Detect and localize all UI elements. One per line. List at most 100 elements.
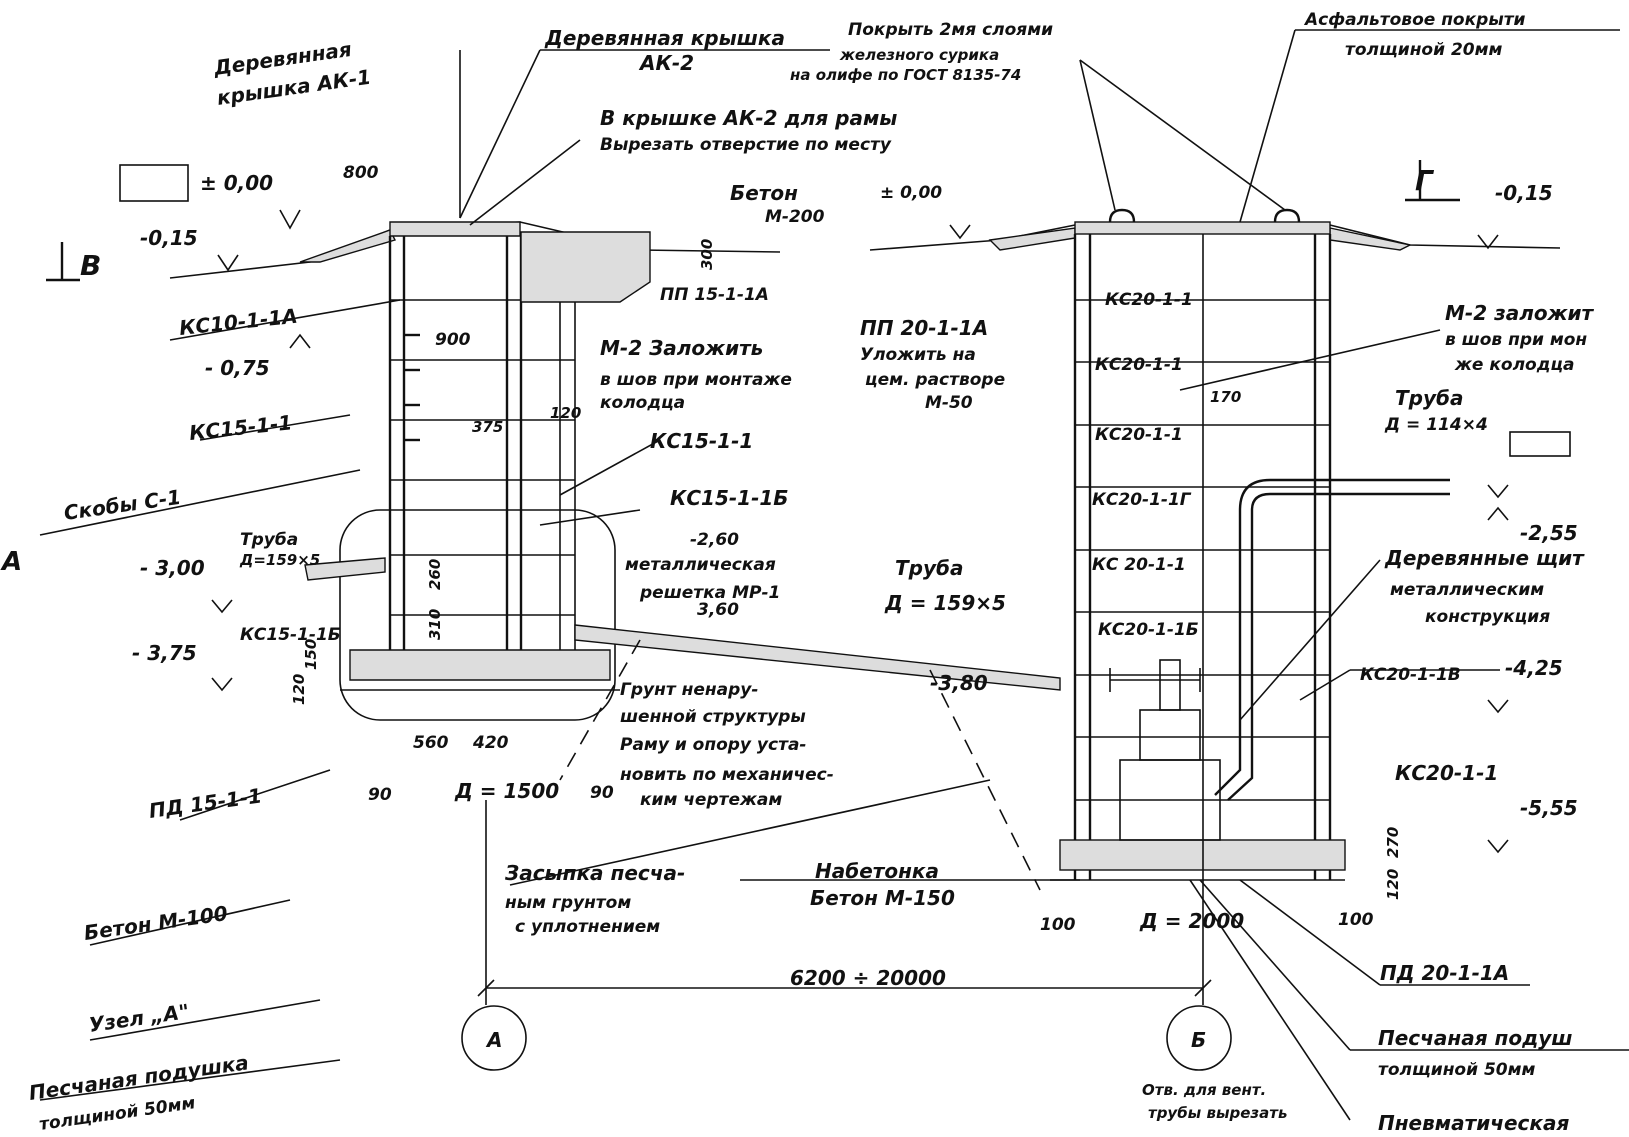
- dim-900: 900: [435, 330, 471, 350]
- level-300: - 3,00: [140, 556, 205, 580]
- level-000-mid: ± 0,00: [880, 183, 942, 203]
- dim-120b: 120: [290, 674, 308, 705]
- label-frame-hole-2: Вырезать отверстие по месту: [600, 135, 892, 155]
- dim-170: 170: [1210, 388, 1241, 406]
- label-ks20-1: КС20-1-1: [1105, 290, 1193, 310]
- dimensions: 800 900 375 120 260 310 150 120 560 420 …: [290, 163, 1402, 935]
- label-axis-b: Б: [1191, 1028, 1206, 1052]
- bottom-slab-left: [349, 649, 611, 681]
- label-m2-right-2: в шов при мон: [1445, 330, 1587, 350]
- label-distance: 6200 ÷ 20000: [790, 966, 946, 990]
- level-015-left: -0,15: [140, 226, 198, 250]
- label-ks20-6: КС20-1-1Б: [1098, 620, 1199, 640]
- label-ks20-4: КС20-1-1Г: [1092, 490, 1192, 510]
- levels: ± 0,00 -0,15 - 0,75 - 3,00 - 3,75 -2,60 …: [132, 171, 1578, 820]
- label-nabetonka-2: Бетон М-150: [810, 886, 955, 910]
- label-pipe-114: Труба: [1395, 386, 1463, 410]
- level-075: - 0,75: [205, 356, 270, 380]
- right-well: [869, 208, 1561, 1005]
- label-wood-shields-3: конструкция: [1425, 607, 1550, 627]
- dim-2000: Д = 2000: [1139, 909, 1244, 933]
- level-260: -2,60: [690, 530, 739, 550]
- label-beton-m200: Бетон: [730, 181, 798, 205]
- dim-260: 260: [426, 559, 444, 590]
- dim-420: 420: [472, 733, 509, 753]
- label-pp20: ПП 20-1-1А: [860, 316, 988, 340]
- label-pipe-114-2: Д = 114×4: [1384, 415, 1488, 435]
- asphalt-left: [299, 229, 397, 263]
- label-pneumatic: Пневматическая: [1378, 1111, 1569, 1135]
- label-pp15: ПП 15-1-1А: [660, 285, 769, 305]
- label-vent: Отв. для вент.: [1142, 1081, 1266, 1099]
- label-lay-on: Уложить на: [860, 345, 976, 365]
- label-lay-on-3: М-50: [925, 393, 973, 413]
- label-soil-2: шенной структуры: [620, 707, 806, 727]
- label-lay-on-2: цем. растворе: [865, 370, 1005, 390]
- label-asphalt: Асфальтовое покрыти: [1303, 10, 1526, 30]
- label-beton-m200-2: М-200: [765, 207, 825, 227]
- pipe-left: [304, 557, 386, 581]
- cover-ak1: [389, 221, 521, 237]
- dim-120c: 120: [1384, 869, 1402, 900]
- label-section-v: В: [80, 249, 101, 282]
- dim-300: 300: [698, 239, 716, 270]
- node-a-outline: [339, 509, 616, 721]
- label-coating: Покрыть 2мя слоями: [848, 20, 1053, 40]
- dim-100b: 100: [1338, 910, 1374, 930]
- connecting-pipe: [559, 624, 1061, 891]
- label-backfill-2: ным грунтом: [505, 893, 631, 913]
- left-well: [169, 221, 781, 1005]
- dim-1500: Д = 1500: [454, 779, 559, 803]
- level-marks: [211, 209, 1509, 854]
- leader-lines: [39, 29, 1629, 1121]
- label-sand-left: Песчаная подушка: [27, 1050, 250, 1105]
- label-m2-left-2: в шов при монтаже: [600, 370, 792, 390]
- dim-150: 150: [302, 639, 320, 670]
- label-beton-m100: Бетон М-100: [82, 901, 229, 945]
- label-frame-support-2: новить по механичес-: [620, 765, 834, 785]
- label-m2-right-3: же колодца: [1454, 355, 1575, 375]
- label-backfill-3: с уплотнением: [515, 917, 660, 937]
- label-wood-shields-2: металлическим: [1390, 580, 1544, 600]
- label-grate-2: решетка МР-1: [639, 583, 780, 603]
- label-wood-shields: Деревянные щит: [1384, 546, 1585, 570]
- label-asphalt-2: толщиной 20мм: [1345, 40, 1502, 60]
- label-frame-support-3: ким чертежам: [640, 790, 782, 810]
- label-ks20-7: КС20-1-1В: [1360, 665, 1461, 685]
- dim-800: 800: [343, 163, 379, 183]
- level-box-right: [1509, 431, 1571, 457]
- label-pd20: ПД 20-1-1А: [1380, 961, 1509, 985]
- level-375: - 3,75: [132, 641, 197, 665]
- axis-b-bubble: [1166, 1005, 1232, 1071]
- level-box-left: [119, 164, 189, 202]
- dim-90a: 90: [368, 785, 392, 805]
- label-ks20-3: КС20-1-1: [1095, 425, 1183, 445]
- level-425: -4,25: [1505, 656, 1563, 680]
- label-ks10: КС10-1-1А: [178, 304, 299, 340]
- level-360: 3,60: [697, 600, 739, 620]
- label-ks20-5: КС 20-1-1: [1092, 555, 1186, 575]
- label-coating-2: железного сурика: [839, 46, 999, 64]
- label-frame-hole: В крышке АК-2 для рамы: [600, 106, 897, 130]
- dim-90b: 90: [590, 783, 614, 803]
- dim-310: 310: [426, 609, 444, 640]
- label-m2-right: М-2 заложит: [1445, 301, 1595, 325]
- level-380: -3,80: [930, 671, 988, 695]
- label-ks20-2: КС20-1-1: [1095, 355, 1183, 375]
- label-wood-cover-ak2: Деревянная крышка: [544, 26, 785, 50]
- labels: Деревянная крышка АК-1 Деревянная крышка…: [0, 10, 1595, 1135]
- label-axis-a: А: [485, 1028, 502, 1052]
- level-000-left: ± 0,00: [200, 171, 273, 195]
- label-ks15-a: КС15-1-1: [188, 410, 293, 445]
- label-m2-left: М-2 Заложить: [600, 336, 763, 360]
- dim-120: 120: [550, 404, 581, 422]
- dim-560: 560: [413, 733, 449, 753]
- label-pipe-left: Труба: [240, 530, 298, 550]
- label-grate: металлическая: [625, 555, 776, 575]
- label-ks15-b: КС15-1-1: [650, 429, 753, 453]
- label-ks15-1b-2: КС15-1-1Б: [240, 625, 341, 645]
- label-nabetonka: Набетонка: [815, 859, 939, 883]
- label-ks20-8: КС20-1-1: [1395, 761, 1498, 785]
- level-015-right: -0,15: [1495, 181, 1553, 205]
